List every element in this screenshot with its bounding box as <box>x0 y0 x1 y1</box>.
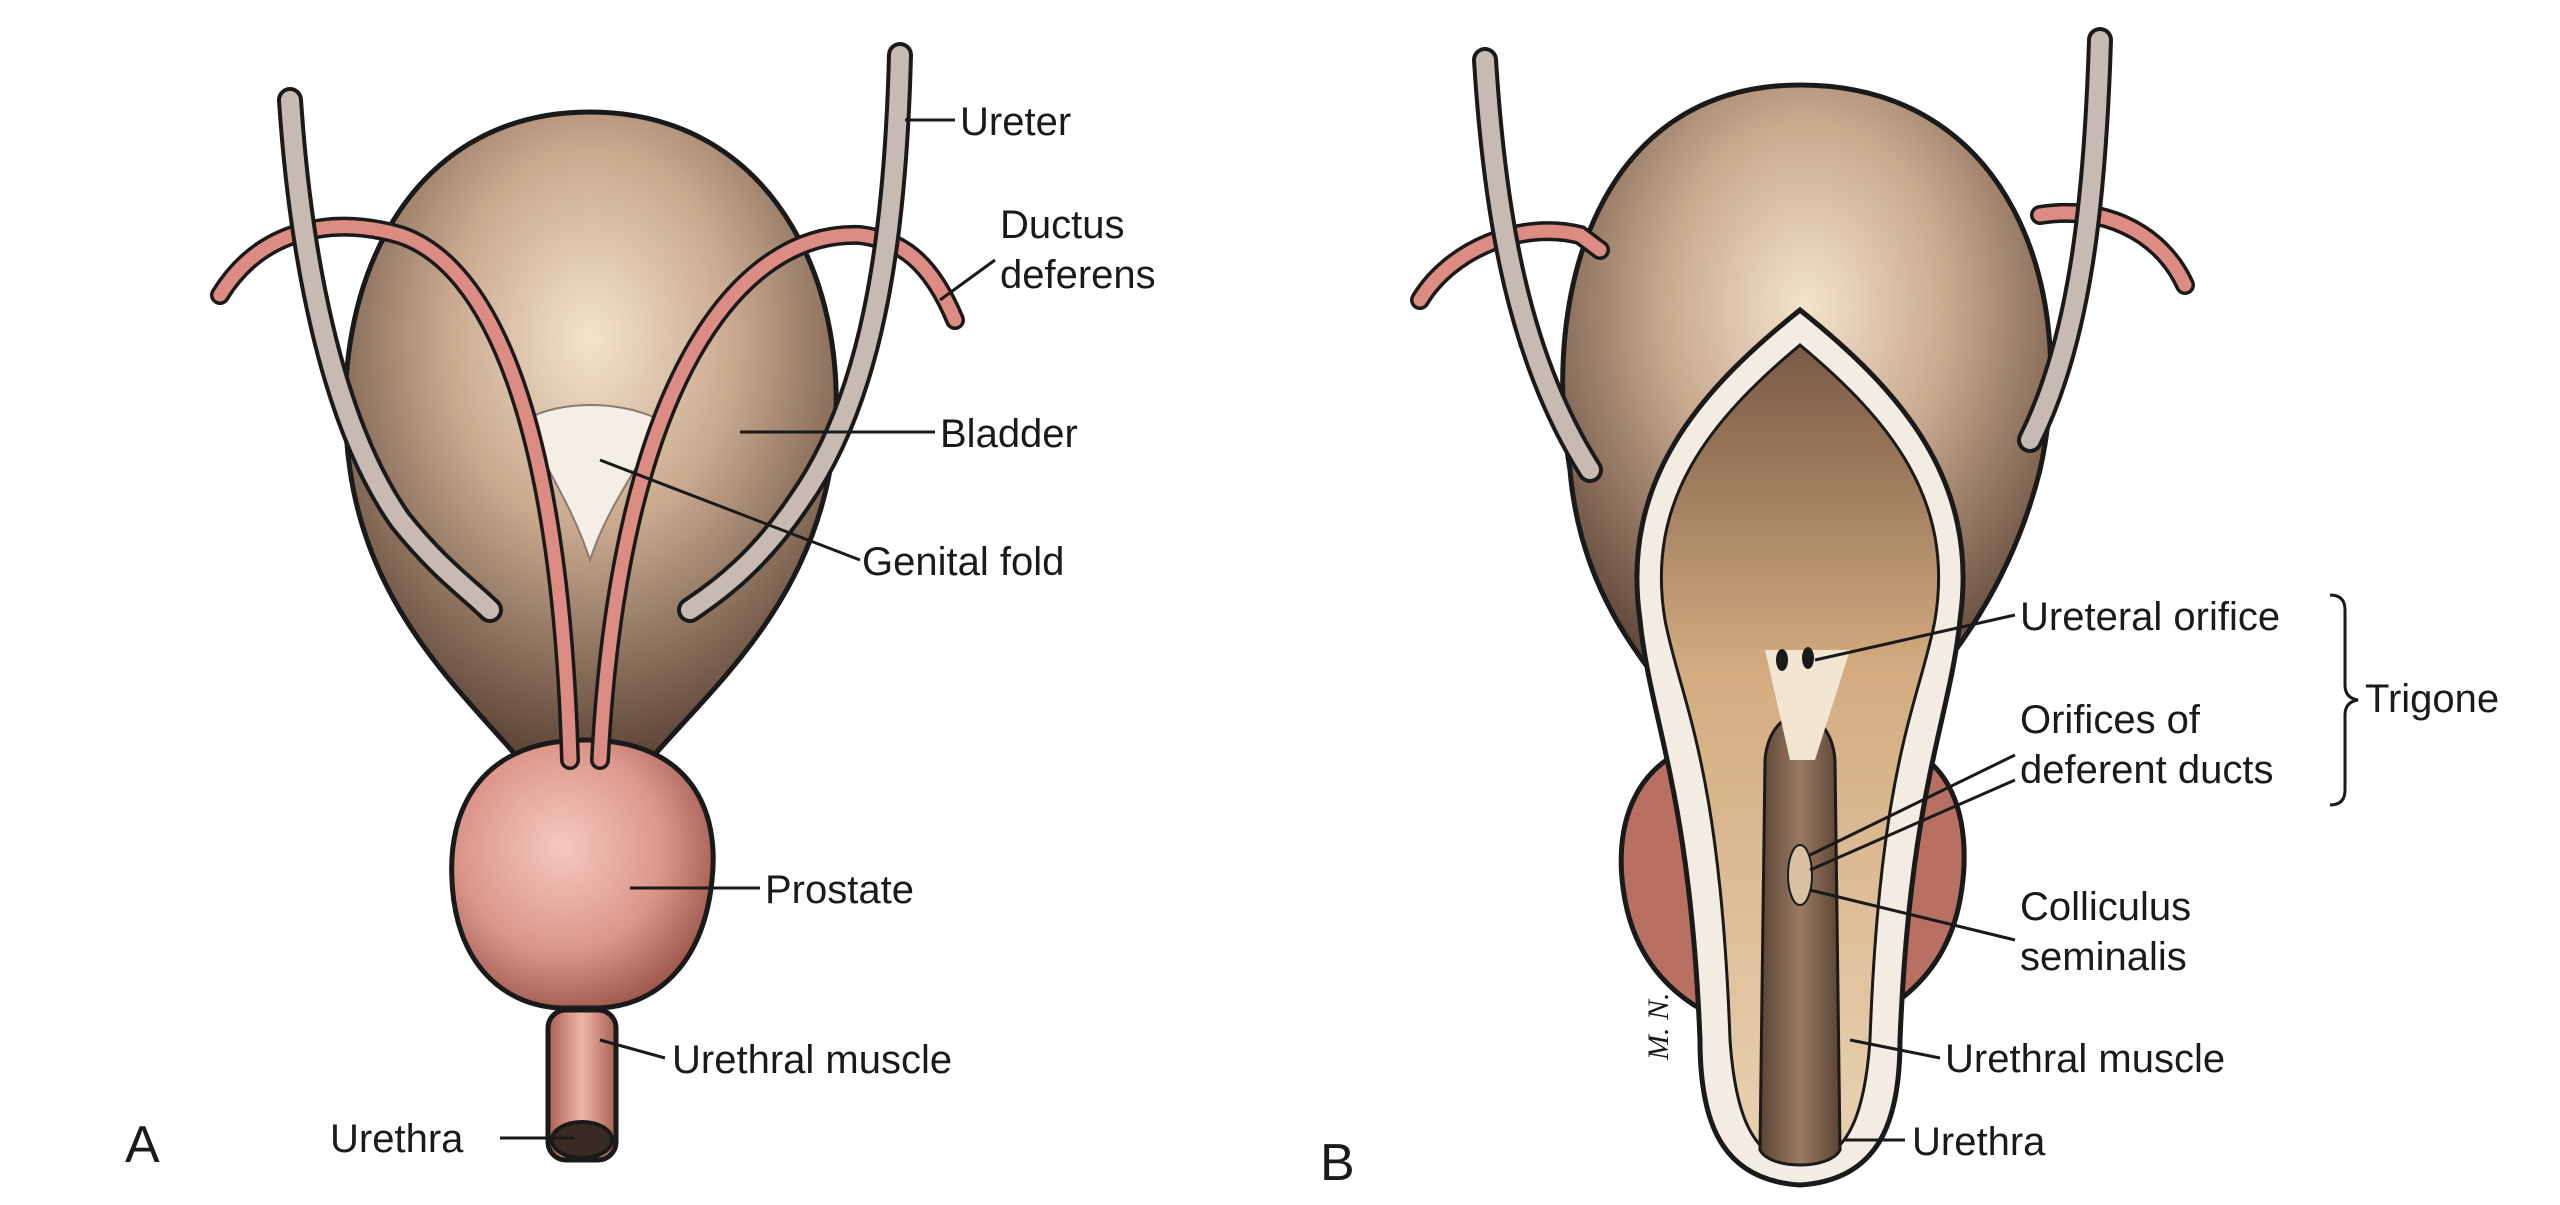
label-colliculus-line2: seminalis <box>2020 935 2187 979</box>
label-urethral-muscle-a: Urethral muscle <box>672 1038 952 1082</box>
panel-label-a: A <box>125 1116 160 1174</box>
urethra-a-shape <box>545 1007 619 1163</box>
label-ductus-line1: Ductus <box>1000 203 1125 247</box>
ureteral-orifice-right-shape <box>1802 647 1814 669</box>
panel-a-illustration <box>210 42 965 1163</box>
panel-a-leaders <box>500 118 996 1140</box>
label-bladder: Bladder <box>940 412 1078 456</box>
ureteral-orifice-left-shape <box>1776 649 1788 671</box>
prostate-a-shape <box>449 737 716 1011</box>
label-colliculus-line1: Colliculus <box>2020 885 2191 929</box>
label-trigone: Trigone <box>2365 677 2499 721</box>
label-ureter-a: Ureter <box>960 100 1071 144</box>
label-ureteral-orifice: Ureteral orifice <box>2020 595 2280 639</box>
panel-label-b: B <box>1320 1134 1355 1192</box>
label-urethral-muscle-b: Urethral muscle <box>1945 1037 2225 1081</box>
panel-b-leaders <box>1809 593 2359 1142</box>
label-urethra-b: Urethra <box>1912 1120 2046 1164</box>
trigone-shape <box>1765 650 1850 760</box>
label-orifices-line2: deferent ducts <box>2020 748 2274 792</box>
genital-fold-shape <box>523 404 662 564</box>
urethra-b-shape <box>1758 713 1842 1167</box>
panel-b-illustration <box>1410 27 2195 1188</box>
label-genital-fold: Genital fold <box>862 540 1064 584</box>
label-urethra-a: Urethra <box>330 1117 464 1161</box>
panel-a-labels: Ureter Ductus deferens Bladder Genital f… <box>125 100 1156 1174</box>
artist-signature: M. N. <box>1642 993 1675 1062</box>
colliculus-shape <box>1787 844 1813 906</box>
label-prostate: Prostate <box>765 868 914 912</box>
label-ductus-line2: deferens <box>1000 253 1156 297</box>
label-orifices-line1: Orifices of <box>2020 698 2201 742</box>
panel-b-labels: Ureteral orifice Orifices of deferent du… <box>1320 595 2499 1192</box>
